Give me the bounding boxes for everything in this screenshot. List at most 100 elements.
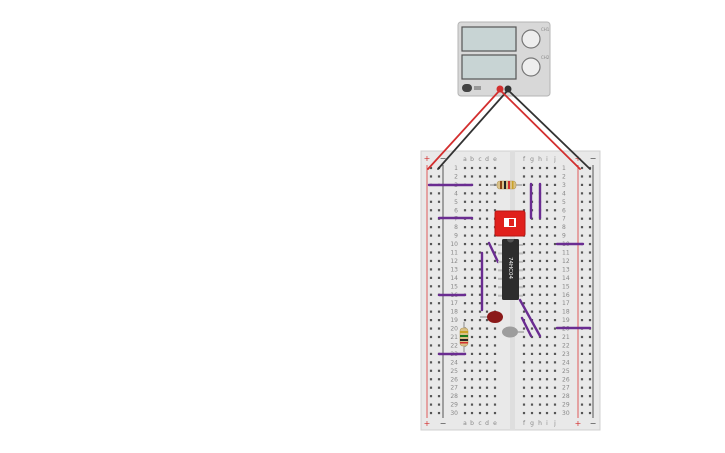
breadboard-hole[interactable] [470, 293, 474, 296]
breadboard-hole[interactable] [478, 361, 482, 364]
breadboard-hole[interactable] [580, 369, 584, 372]
breadboard-hole[interactable] [429, 217, 433, 220]
breadboard-hole[interactable] [493, 285, 497, 288]
breadboard-hole[interactable] [580, 361, 584, 364]
breadboard-hole[interactable] [580, 276, 584, 279]
breadboard-hole[interactable] [463, 302, 467, 305]
breadboard-hole[interactable] [429, 395, 433, 398]
breadboard-hole[interactable] [470, 310, 474, 313]
breadboard-hole[interactable] [553, 369, 557, 372]
breadboard-hole[interactable] [522, 209, 526, 212]
breadboard-hole[interactable] [580, 352, 584, 355]
breadboard-hole[interactable] [437, 200, 441, 203]
breadboard-hole[interactable] [463, 403, 467, 406]
breadboard-hole[interactable] [580, 200, 584, 203]
breadboard-hole[interactable] [538, 175, 542, 178]
breadboard-hole[interactable] [588, 395, 592, 398]
breadboard-hole[interactable] [429, 319, 433, 322]
breadboard-hole[interactable] [493, 378, 497, 381]
breadboard-hole[interactable] [553, 335, 557, 339]
breadboard-hole[interactable] [553, 234, 557, 237]
breadboard-hole[interactable] [437, 327, 441, 330]
breadboard-hole[interactable] [463, 242, 467, 246]
breadboard-hole[interactable] [580, 209, 584, 212]
breadboard-hole[interactable] [522, 268, 526, 271]
breadboard-hole[interactable] [478, 268, 482, 271]
breadboard-hole[interactable] [463, 319, 467, 322]
breadboard-hole[interactable] [545, 403, 549, 406]
breadboard-hole[interactable] [580, 302, 584, 305]
breadboard-hole[interactable] [588, 319, 592, 322]
breadboard-hole[interactable] [530, 327, 534, 330]
breadboard-hole[interactable] [485, 251, 489, 254]
breadboard-hole[interactable] [478, 327, 482, 330]
breadboard-hole[interactable] [437, 251, 441, 254]
breadboard-hole[interactable] [538, 411, 542, 415]
breadboard-hole[interactable] [553, 327, 557, 330]
breadboard-hole[interactable] [485, 166, 489, 170]
breadboard-hole[interactable] [545, 352, 549, 355]
breadboard-hole[interactable] [478, 335, 482, 339]
breadboard-hole[interactable] [470, 369, 474, 372]
breadboard-hole[interactable] [478, 293, 482, 296]
breadboard-hole[interactable] [530, 395, 534, 398]
breadboard-hole[interactable] [545, 386, 549, 389]
breadboard-hole[interactable] [553, 285, 557, 288]
breadboard-hole[interactable] [463, 285, 467, 288]
breadboard-hole[interactable] [522, 192, 526, 195]
breadboard-hole[interactable] [538, 293, 542, 296]
breadboard-hole[interactable] [470, 395, 474, 398]
breadboard-hole[interactable] [588, 310, 592, 313]
breadboard-hole[interactable] [437, 369, 441, 372]
breadboard-hole[interactable] [470, 386, 474, 389]
breadboard-hole[interactable] [437, 386, 441, 389]
breadboard-hole[interactable] [437, 192, 441, 195]
breadboard-hole[interactable] [545, 293, 549, 296]
breadboard-hole[interactable] [437, 302, 441, 305]
breadboard-hole[interactable] [437, 344, 441, 347]
breadboard-hole[interactable] [580, 386, 584, 389]
black-wire[interactable] [507, 89, 591, 170]
breadboard-hole[interactable] [580, 344, 584, 347]
breadboard-hole[interactable] [538, 251, 542, 254]
breadboard-hole[interactable] [522, 403, 526, 406]
breadboard-hole[interactable] [545, 183, 549, 186]
breadboard-hole[interactable] [553, 166, 557, 170]
breadboard-hole[interactable] [522, 378, 526, 381]
breadboard-hole[interactable] [478, 175, 482, 178]
breadboard-hole[interactable] [522, 166, 526, 170]
breadboard-hole[interactable] [580, 166, 584, 170]
breadboard-hole[interactable] [485, 285, 489, 288]
breadboard-hole[interactable] [429, 166, 433, 170]
breadboard-hole[interactable] [463, 166, 467, 170]
breadboard-hole[interactable] [478, 217, 482, 220]
breadboard-hole[interactable] [437, 276, 441, 279]
breadboard-hole[interactable] [530, 293, 534, 296]
breadboard-hole[interactable] [493, 209, 497, 212]
breadboard-hole[interactable] [429, 378, 433, 381]
breadboard-hole[interactable] [553, 344, 557, 347]
breadboard-hole[interactable] [437, 268, 441, 271]
breadboard-hole[interactable] [485, 310, 489, 313]
breadboard-hole[interactable] [580, 293, 584, 296]
breadboard-hole[interactable] [470, 335, 474, 339]
breadboard-hole[interactable] [530, 378, 534, 381]
breadboard-hole[interactable] [463, 175, 467, 178]
red-wire[interactable] [499, 89, 581, 170]
breadboard-hole[interactable] [463, 251, 467, 254]
breadboard-hole[interactable] [470, 175, 474, 178]
breadboard-hole[interactable] [553, 183, 557, 186]
breadboard-hole[interactable] [522, 200, 526, 203]
breadboard-hole[interactable] [580, 411, 584, 415]
breadboard-hole[interactable] [485, 192, 489, 195]
breadboard-hole[interactable] [522, 276, 526, 279]
breadboard-hole[interactable] [545, 217, 549, 220]
breadboard-hole[interactable] [437, 403, 441, 406]
breadboard-hole[interactable] [437, 378, 441, 381]
breadboard-hole[interactable] [470, 192, 474, 195]
breadboard-hole[interactable] [478, 242, 482, 246]
breadboard-hole[interactable] [553, 361, 557, 364]
breadboard-hole[interactable] [485, 411, 489, 415]
breadboard-hole[interactable] [545, 234, 549, 237]
breadboard-hole[interactable] [580, 310, 584, 313]
